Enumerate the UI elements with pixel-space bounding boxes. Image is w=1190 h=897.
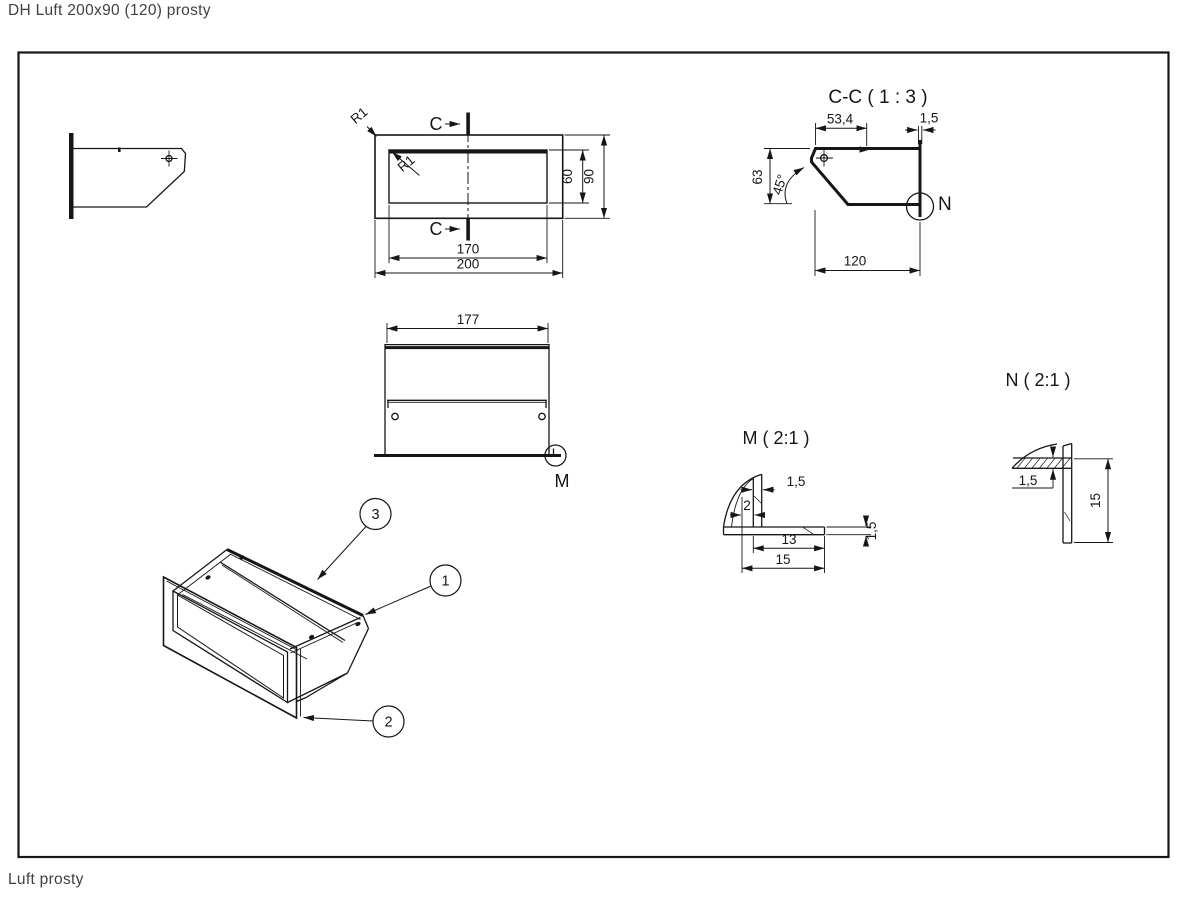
weld-tick: [118, 147, 121, 152]
dim-width-label: 120: [844, 254, 867, 269]
profile-outline: [73, 147, 187, 208]
detail-m-view: M ( 2:1 ) 1,5 2 13 15 1,5: [722, 428, 879, 573]
detail-m-marker: M: [555, 471, 570, 491]
balloon-2-label: 2: [384, 715, 392, 731]
side-top-edge: [362, 615, 370, 629]
rivets: [205, 555, 361, 640]
balloon-2-leader: [303, 714, 374, 722]
rivet-hole-right: [538, 412, 546, 421]
top-left-rim-inner: [177, 553, 232, 595]
inner-shelf-edge-2: [221, 564, 344, 643]
side-profile-view: [69, 133, 187, 219]
balloon-3[interactable]: [359, 497, 392, 531]
stem-tick: [1064, 511, 1071, 522]
top-near-rim-inner: [290, 622, 358, 654]
dim-leg-thk-label: 1,5: [864, 522, 879, 541]
lip-inner-curve: [731, 478, 754, 528]
inner-shelf-edge: [219, 561, 346, 642]
drawing-title: DH Luft 200x90 (120) prosty: [8, 2, 211, 19]
opening-outer: [172, 589, 289, 704]
strip-hatch: [1016, 458, 1071, 469]
front-view: C C R1 R1 60 90 170 200: [348, 104, 610, 278]
dim-top-label: 53,4: [827, 112, 854, 127]
section-cut-mark-bottom: [466, 218, 470, 241]
balloon-3-label: 3: [371, 507, 379, 523]
balloon-2[interactable]: [372, 705, 405, 738]
dim-thickness-label: 1,5: [1019, 473, 1038, 488]
detail-m-circle: [544, 444, 567, 467]
dim-flange-label: 1,5: [920, 111, 939, 126]
dim-inner-height-label: 60: [560, 169, 575, 184]
detail-n-view: N ( 2:1 ) 1,5 15: [1005, 370, 1113, 544]
inner-bottom-edge: [182, 594, 308, 660]
dim-width-label: 177: [457, 312, 480, 327]
drawing-footer: Luft prosty: [8, 871, 84, 888]
dim-height-label: 63: [750, 169, 765, 184]
balloon-1[interactable]: [429, 564, 462, 597]
section-cut-mark-top: [466, 112, 470, 135]
detail-n-circle: [905, 192, 935, 221]
section-label-bottom: C: [430, 219, 443, 239]
radius-label-outer: R1: [348, 104, 371, 127]
flange-outer: [162, 575, 298, 720]
flange-thickness-top: [166, 580, 299, 651]
side-chamfer: [346, 628, 370, 674]
balloon-3-leader: [317, 526, 367, 580]
mount-flange-bar: [69, 133, 74, 219]
detail-n-title: N ( 2:1 ): [1005, 370, 1070, 390]
hatch-line: [753, 495, 762, 504]
hatch-line: [802, 527, 815, 535]
section-profile: [810, 147, 920, 206]
radius-leader-outer: [366, 126, 377, 137]
dim-angle-label: 45°: [769, 173, 790, 197]
detail-boundary-arc: [722, 473, 762, 528]
isometric-view: 3 1 2: [162, 497, 462, 738]
section-cc-title: C-C ( 1 : 3 ): [828, 87, 927, 108]
detail-boundary-arc: [1011, 443, 1058, 469]
detail-n-marker: N: [938, 194, 952, 215]
dim-inner-length-label: 13: [781, 532, 796, 547]
top-rear-rim: [226, 548, 364, 617]
detail-m-title: M ( 2:1 ): [742, 428, 809, 448]
balloon-1-leader: [365, 585, 432, 615]
body-bottom-rear: [287, 672, 348, 704]
top-rear-rim-inner: [229, 553, 361, 620]
outer-frame: [374, 134, 564, 220]
sheet-border: [17, 51, 1170, 859]
rivet-hole-left: [391, 412, 399, 421]
dim-inner-width-label: 170: [457, 242, 480, 257]
radius-leader-inner: [391, 151, 420, 176]
dim-lip-label: 1,5: [787, 474, 806, 489]
dim-outer-width-label: 200: [457, 257, 480, 272]
opening-inner: [177, 594, 284, 699]
side-to-flange: [296, 696, 307, 703]
dim-outer-length-label: 15: [775, 552, 790, 567]
section-label-top: C: [430, 114, 443, 134]
section-cc-view: C-C ( 1 : 3 ) 53,4 1,5 63 45° 120 N: [750, 87, 952, 276]
balloon-1-label: 1: [441, 574, 449, 590]
dim-outer-height-label: 90: [582, 169, 597, 184]
stem-top-cap: [1062, 442, 1072, 447]
top-left-rim: [172, 548, 228, 592]
top-near-rim: [289, 616, 361, 650]
dim-offset-label: 2: [743, 498, 751, 513]
dim-length-label: 15: [1088, 493, 1103, 508]
angle-arc: [784, 167, 805, 204]
rear-view: M 177: [374, 312, 570, 491]
